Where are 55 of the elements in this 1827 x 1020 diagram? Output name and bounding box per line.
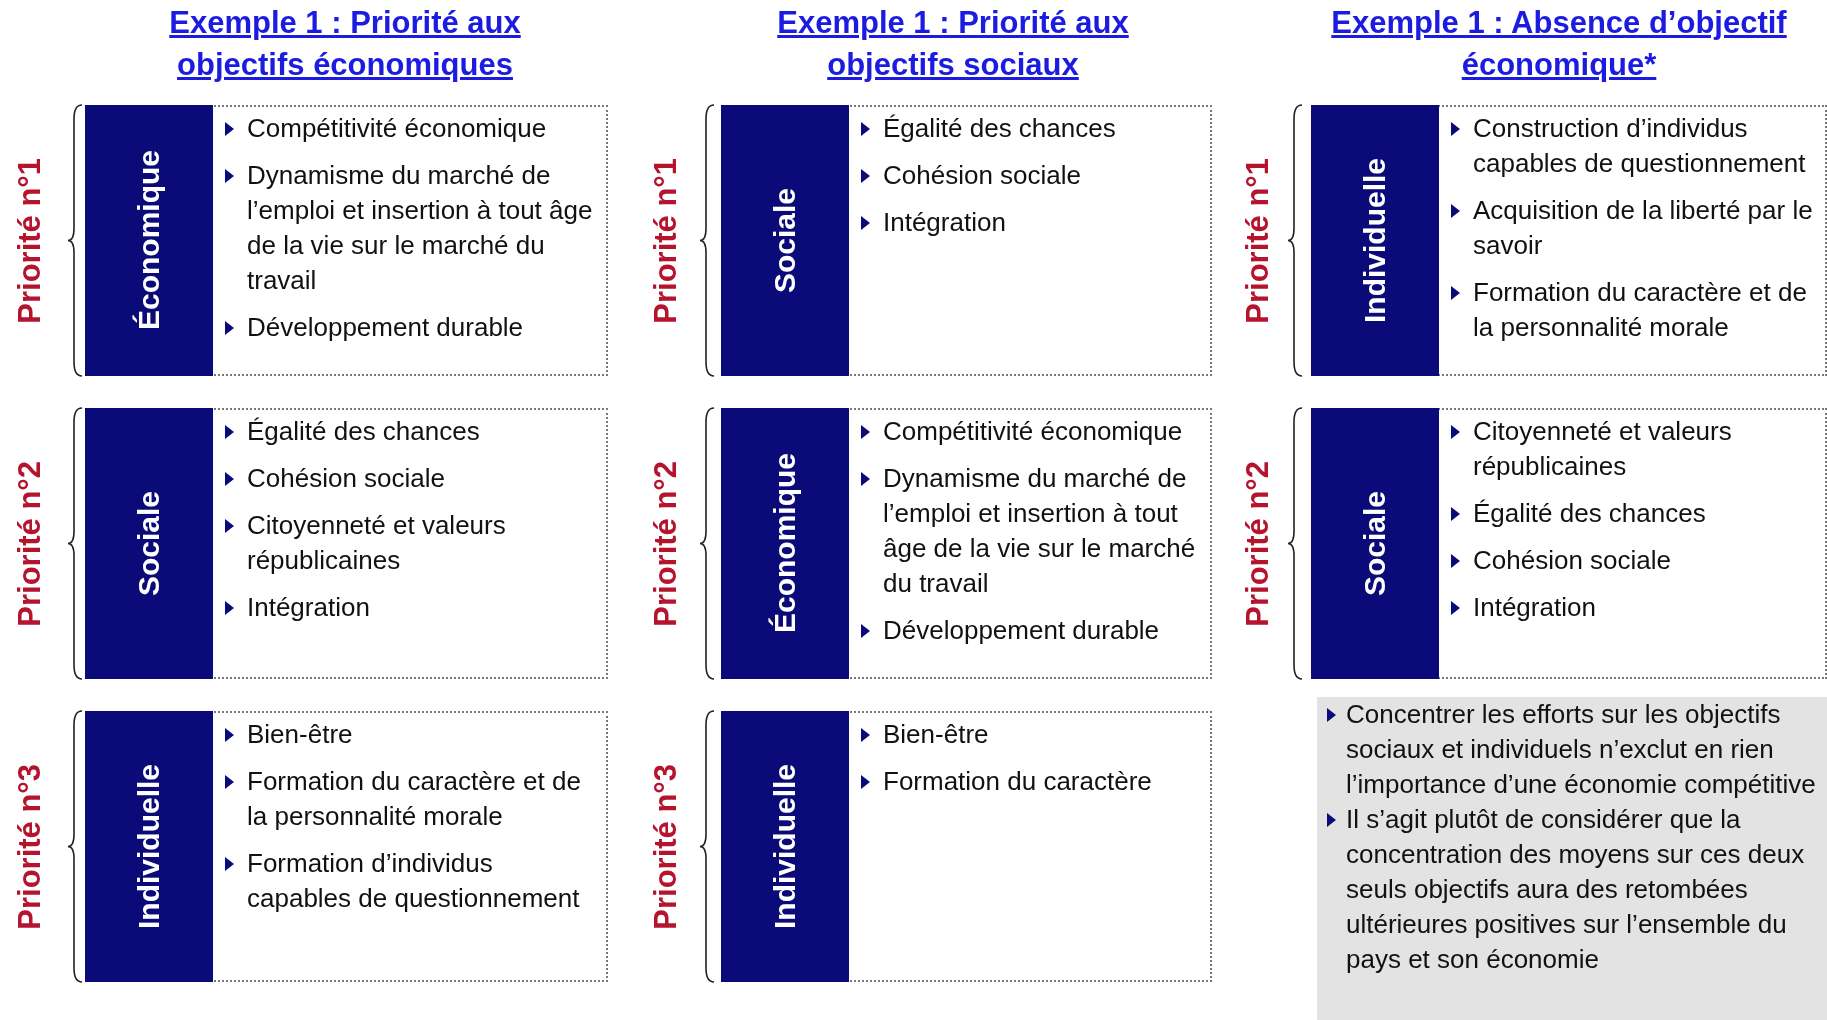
priority-card xyxy=(85,408,608,679)
note-panel xyxy=(1317,697,1827,1020)
priority-card xyxy=(721,105,1212,376)
category-label: Sociale xyxy=(132,490,166,597)
priority-label: Priorité n°2 xyxy=(12,460,48,627)
priority-card xyxy=(721,408,1212,679)
bullet-item: Intégration xyxy=(1439,590,1821,625)
category-label: Individuelle xyxy=(1358,158,1392,323)
bullet-item: Développement durable xyxy=(213,310,602,345)
bullet-item: Formation du caractère xyxy=(849,764,1206,799)
category-label: Individuelle xyxy=(132,764,166,929)
bullet-item: Bien-être xyxy=(849,717,1206,752)
priority-label: Priorité n°1 xyxy=(12,157,48,324)
heading-link: Exemple 1 : Priorité aux objectifs économiques xyxy=(168,4,522,84)
category-label: Sociale xyxy=(768,187,802,294)
priority-card xyxy=(1311,408,1827,679)
bullet-item: Intégration xyxy=(849,205,1206,240)
priority-card xyxy=(721,711,1212,982)
bullet-item: Égalité des chances xyxy=(213,414,602,449)
bullet-item: Formation du caractère et de la personnalité morale xyxy=(1439,275,1821,345)
priority-label: Priorité n°3 xyxy=(648,763,684,930)
bullet-item: Construction d’individus capables de questionnement xyxy=(1439,111,1821,181)
bullet-item: Dynamisme du marché de l’emploi et insertion à tout âge de la vie sur le marché du travail xyxy=(213,158,602,298)
bullet-item: Formation d’individus capables de questionnement xyxy=(213,846,602,916)
priority-label: Priorité n°2 xyxy=(1240,460,1276,627)
priority-card xyxy=(1311,105,1827,376)
bullet-item: Compétitivité économique xyxy=(849,414,1206,449)
bullet-item: Égalité des chances xyxy=(849,111,1206,146)
priority-label: Priorité n°3 xyxy=(12,763,48,930)
bullet-item: Citoyenneté et valeurs républicaines xyxy=(213,508,602,578)
heading-link: Exemple 1 : Priorité aux objectifs sociaux xyxy=(776,4,1130,84)
category-label: Sociale xyxy=(1358,490,1392,597)
bullet-item: Cohésion sociale xyxy=(213,461,602,496)
bullet-item: Bien-être xyxy=(213,717,602,752)
bullet-item: Citoyenneté et valeurs républicaines xyxy=(1439,414,1821,484)
category-label: Individuelle xyxy=(768,764,802,929)
priority-label: Priorité n°1 xyxy=(648,157,684,324)
priority-card xyxy=(85,105,608,376)
bullet-item: Compétitivité économique xyxy=(213,111,602,146)
heading-link: Exemple 1 : Absence d’objectif économique* xyxy=(1330,4,1788,84)
priority-label: Priorité n°1 xyxy=(1240,157,1276,324)
bullet-item: Dynamisme du marché de l’emploi et insertion à tout âge de la vie sur le marché du travail xyxy=(849,461,1206,601)
bullet-item: Cohésion sociale xyxy=(849,158,1206,193)
priority-label: Priorité n°2 xyxy=(648,460,684,627)
bullet-item: Il s’agit plutôt de considérer que la concentration des moyens sur ces deux seuls objectifs aura des retombées ultérieures positives sur l’ensemble du pays et son économie xyxy=(1317,802,1823,977)
bullet-item: Intégration xyxy=(213,590,602,625)
bullet-item: Cohésion sociale xyxy=(1439,543,1821,578)
bullet-item: Égalité des chances xyxy=(1439,496,1821,531)
bullet-item: Développement durable xyxy=(849,613,1206,648)
priority-card xyxy=(85,711,608,982)
bullet-item: Formation du caractère et de la personnalité morale xyxy=(213,764,602,834)
bullet-item: Concentrer les efforts sur les objectifs sociaux et individuels n’exclut en rien l’importance d’une économie compétitive xyxy=(1317,697,1823,802)
category-label: Économique xyxy=(768,453,802,634)
category-label: Économique xyxy=(132,150,166,331)
bullet-item: Acquisition de la liberté par le savoir xyxy=(1439,193,1821,263)
